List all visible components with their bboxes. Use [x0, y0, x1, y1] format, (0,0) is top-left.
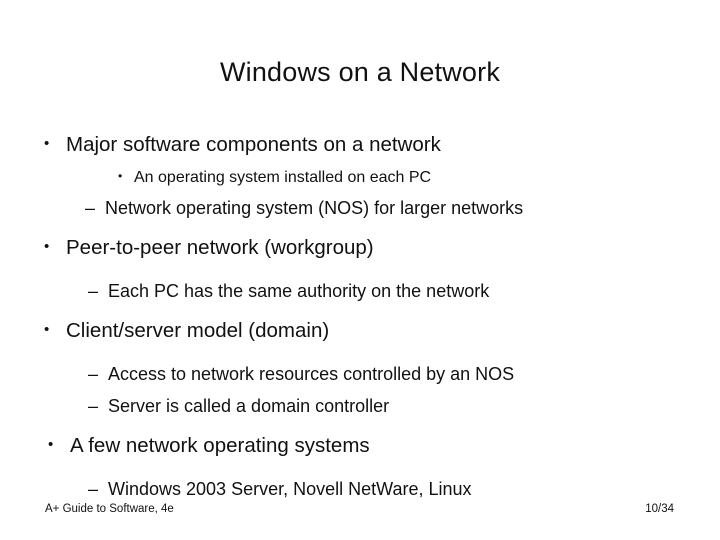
- spacer: [0, 189, 720, 198]
- dash-bullet-icon: –: [88, 281, 99, 301]
- disc-bullet-icon: •: [44, 238, 50, 255]
- footer-page-number: 10/34: [645, 503, 674, 515]
- bullet-label: Server is called a domain controller: [108, 396, 390, 416]
- spacer: [0, 346, 720, 364]
- slide-body: • Major software components on a network…: [0, 133, 720, 502]
- bullet-label: Peer-to-peer network (workgroup): [66, 236, 374, 259]
- bullet-item-server-domain-controller: – Server is called a domain controller: [0, 396, 720, 417]
- spacer: [0, 263, 720, 281]
- bullet-item-each-pc-same-authority: – Each PC has the same authority on the …: [0, 281, 720, 302]
- bullet-label: Network operating system (NOS) for large…: [105, 198, 524, 218]
- bullet-item-access-network-resources: – Access to network resources controlled…: [0, 364, 720, 385]
- bullet-item-operating-system-each-pc: • An operating system installed on each …: [0, 169, 720, 187]
- dash-bullet-icon: –: [85, 198, 96, 218]
- footer-source-text: A+ Guide to Software, 4e: [45, 503, 174, 515]
- page-title: Windows on a Network: [219, 57, 501, 87]
- dash-bullet-icon: –: [88, 396, 99, 416]
- bullet-label: Each PC has the same authority on the ne…: [108, 281, 490, 301]
- disc-bullet-icon: •: [44, 321, 50, 338]
- dash-bullet-icon: –: [88, 479, 99, 499]
- bullet-item-client-server-model: • Client/server model (domain): [0, 319, 720, 343]
- slide-footer: A+ Guide to Software, 4e 10/34: [0, 503, 720, 523]
- bullet-label: Windows 2003 Server, Novell NetWare, Lin…: [108, 479, 472, 499]
- spacer: [0, 461, 720, 479]
- bullet-item-peer-to-peer-network: • Peer-to-peer network (workgroup): [0, 236, 720, 260]
- bullet-label: Client/server model (domain): [66, 319, 330, 342]
- spacer: [0, 221, 720, 236]
- disc-bullet-icon: •: [44, 135, 50, 152]
- bullet-label: Major software components on a network: [66, 133, 441, 156]
- spacer: [0, 304, 720, 319]
- spacer: [0, 419, 720, 434]
- dash-bullet-icon: –: [88, 364, 99, 384]
- disc-bullet-icon: •: [48, 436, 54, 453]
- bullet-item-network-operating-system-nos: – Network operating system (NOS) for lar…: [0, 198, 720, 219]
- spacer: [0, 160, 720, 169]
- bullet-item-windows-2003-novell-linux: – Windows 2003 Server, Novell NetWare, L…: [0, 479, 720, 500]
- bullet-label: A few network operating systems: [70, 434, 370, 457]
- bullet-label: Access to network resources controlled b…: [108, 364, 515, 384]
- spacer: [0, 387, 720, 396]
- bullet-item-a-few-network-operating-systems: • A few network operating systems: [0, 434, 720, 458]
- bullet-item-major-software-components: • Major software components on a network: [0, 133, 720, 157]
- bullet-label: An operating system installed on each PC: [134, 169, 432, 186]
- disc-bullet-icon: •: [118, 169, 123, 183]
